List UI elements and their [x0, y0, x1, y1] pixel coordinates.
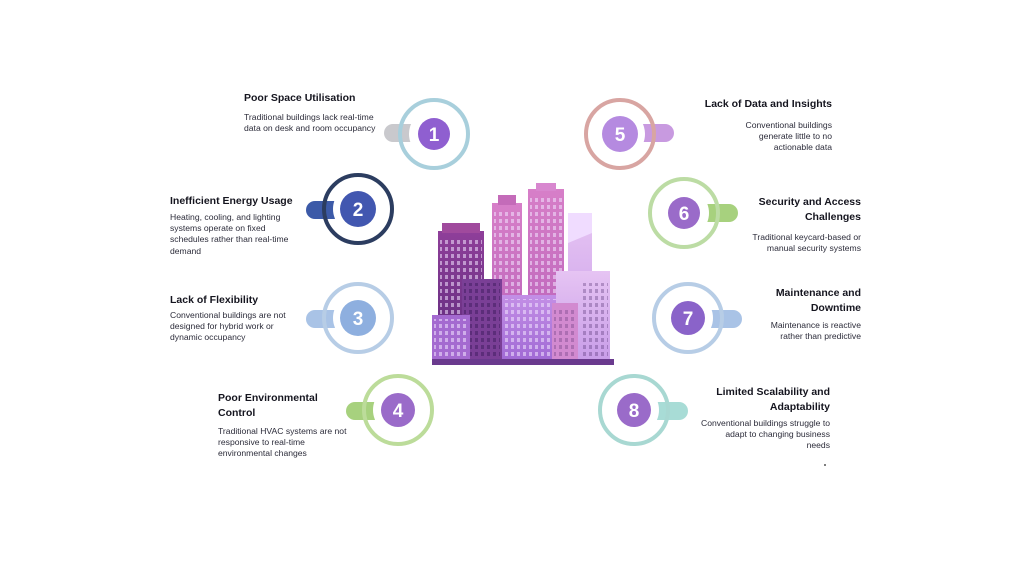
badge-number: 2 — [353, 200, 364, 221]
item-description: Maintenance is reactive rather than pred… — [770, 320, 861, 342]
badge-number: 4 — [393, 401, 404, 422]
badge-fill — [340, 191, 376, 227]
item-title: Maintenance and Downtime — [775, 287, 861, 314]
item-4-text: Poor Environmental Control Traditional H… — [218, 391, 348, 460]
item-description: Traditional buildings lack real-time dat… — [244, 112, 376, 134]
item-title: Lack of Data and Insights — [704, 98, 832, 110]
item-title: Security and Access Challenges — [758, 196, 861, 223]
badge-ring — [584, 98, 656, 170]
item-title: Poor Space Utilisation — [244, 92, 356, 104]
badge-ring — [648, 177, 720, 249]
badge-number: 3 — [353, 309, 364, 330]
badge-8: 8 — [596, 372, 688, 448]
item-1-text: Poor Space Utilisation Traditional build… — [244, 91, 376, 134]
item-3-text: Lack of Flexibility Conventional buildin… — [170, 293, 302, 344]
badge-fill — [668, 197, 700, 229]
badge-ring — [652, 282, 724, 354]
badge-7: 7 — [650, 280, 742, 356]
badge-fill — [617, 393, 651, 427]
badge-number: 7 — [683, 309, 694, 330]
badge-number: 6 — [679, 204, 690, 225]
item-title: Inefficient Energy Usage — [170, 195, 293, 207]
item-description: Conventional buildings are not designed … — [170, 310, 286, 343]
badge-number: 8 — [629, 401, 640, 422]
item-description: Traditional keycard-based or manual secu… — [752, 232, 861, 254]
item-title: Lack of Flexibility — [170, 294, 259, 306]
badge-ring — [398, 98, 470, 170]
badge-number: 1 — [429, 125, 440, 146]
badge-6: 6 — [646, 176, 738, 252]
badge-5: 5 — [582, 97, 674, 173]
city-skyline-illustration — [432, 183, 614, 370]
badge-fill — [602, 116, 638, 152]
badge-fill — [418, 118, 450, 150]
badge-fill — [381, 393, 415, 427]
item-description: Traditional HVAC systems are not respons… — [218, 426, 347, 459]
item-description: Conventional buildings generate little t… — [745, 120, 832, 153]
item-title: Poor Environmental Control — [218, 392, 318, 419]
badge-3: 3 — [306, 280, 398, 356]
badge-fill — [671, 301, 705, 335]
badge-1: 1 — [384, 97, 474, 173]
badge-ring — [598, 374, 670, 446]
badge-ring — [322, 173, 394, 245]
badge-number: 5 — [615, 125, 626, 146]
item-2-text: Inefficient Energy Usage Heating, coolin… — [170, 194, 304, 257]
badge-fill — [340, 300, 376, 336]
city-skyline-icon — [432, 183, 614, 365]
item-description: Heating, cooling, and lighting systems o… — [170, 212, 289, 256]
badge-ring — [362, 374, 434, 446]
badge-2: 2 — [306, 172, 398, 248]
item-7-text: Maintenance and Downtime Maintenance is … — [745, 286, 861, 342]
stray-dot — [824, 464, 826, 466]
item-title: Limited Scalability and Adaptability — [716, 386, 830, 413]
item-5-text: Lack of Data and Insights Conventional b… — [684, 97, 832, 154]
item-description: Conventional buildings struggle to adapt… — [701, 418, 830, 451]
item-6-text: Security and Access Challenges Tradition… — [724, 195, 861, 254]
item-8-text: Limited Scalability and Adaptability Con… — [700, 385, 830, 452]
badge-ring — [322, 282, 394, 354]
badge-4: 4 — [346, 372, 438, 448]
